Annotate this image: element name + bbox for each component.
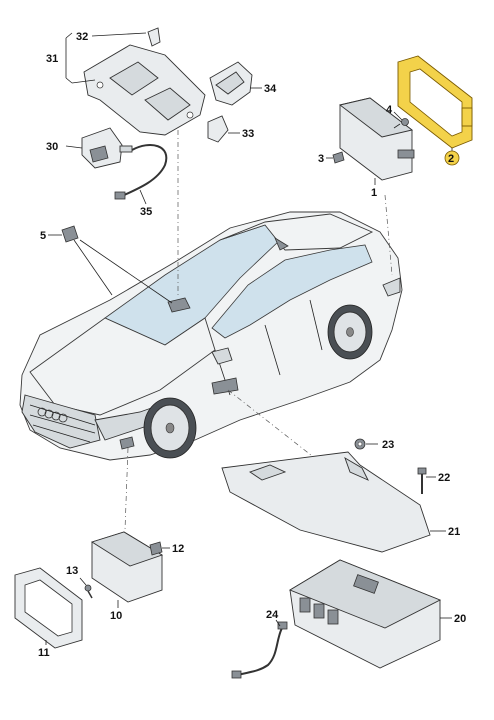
rear-wheel	[327, 304, 373, 360]
label-11: 11	[38, 647, 50, 659]
part-35-cable	[114, 144, 168, 200]
part-labels: 32 31 34 33 30 35 5 4 3 1 2 23 22 21 12 …	[38, 31, 466, 659]
part-34-cover	[209, 61, 253, 106]
label-13: 13	[66, 565, 78, 577]
part-10-sensor-unit	[90, 531, 164, 603]
front-wheel	[143, 397, 197, 459]
label-33: 33	[242, 128, 254, 140]
part-11-frame	[14, 567, 83, 649]
label-23: 23	[382, 439, 394, 451]
part-21-shield-plate	[221, 451, 431, 553]
part-13-screw	[84, 584, 93, 599]
part-22-bolt	[417, 467, 427, 494]
label-3: 3	[318, 153, 324, 165]
part-1-control-unit	[338, 97, 415, 181]
logo-rings-icon	[37, 407, 68, 423]
label-30: 30	[46, 141, 58, 153]
label-2-badge: 2	[444, 150, 460, 166]
label-4: 4	[386, 104, 393, 116]
label-22: 22	[438, 472, 450, 484]
label-10: 10	[110, 610, 122, 622]
connector-block	[299, 597, 339, 625]
label-21: 21	[448, 526, 460, 538]
label-24: 24	[266, 609, 279, 621]
label-1: 1	[371, 187, 377, 199]
part-2-frame-highlighted	[397, 55, 473, 149]
label-2: 2	[448, 153, 454, 165]
part-4-screw	[393, 118, 409, 129]
part-5-sensor	[61, 225, 79, 243]
label-34: 34	[264, 83, 277, 95]
part-23-nut	[354, 438, 366, 450]
label-32: 32	[76, 31, 88, 43]
part-30-sensor	[81, 127, 133, 169]
part-33-clip	[207, 115, 229, 143]
label-5: 5	[40, 230, 46, 242]
part-24-cable	[231, 621, 288, 679]
part-31-bracket	[83, 44, 206, 136]
part-3-screw	[332, 151, 345, 164]
part-20-control-module	[288, 559, 442, 669]
part-12-clip	[149, 541, 163, 556]
label-20: 20	[454, 613, 466, 625]
car-illustration	[19, 211, 403, 461]
label-31: 31	[46, 53, 58, 65]
part-32-clip	[147, 27, 161, 47]
label-12: 12	[172, 543, 184, 555]
label-35: 35	[140, 206, 152, 218]
